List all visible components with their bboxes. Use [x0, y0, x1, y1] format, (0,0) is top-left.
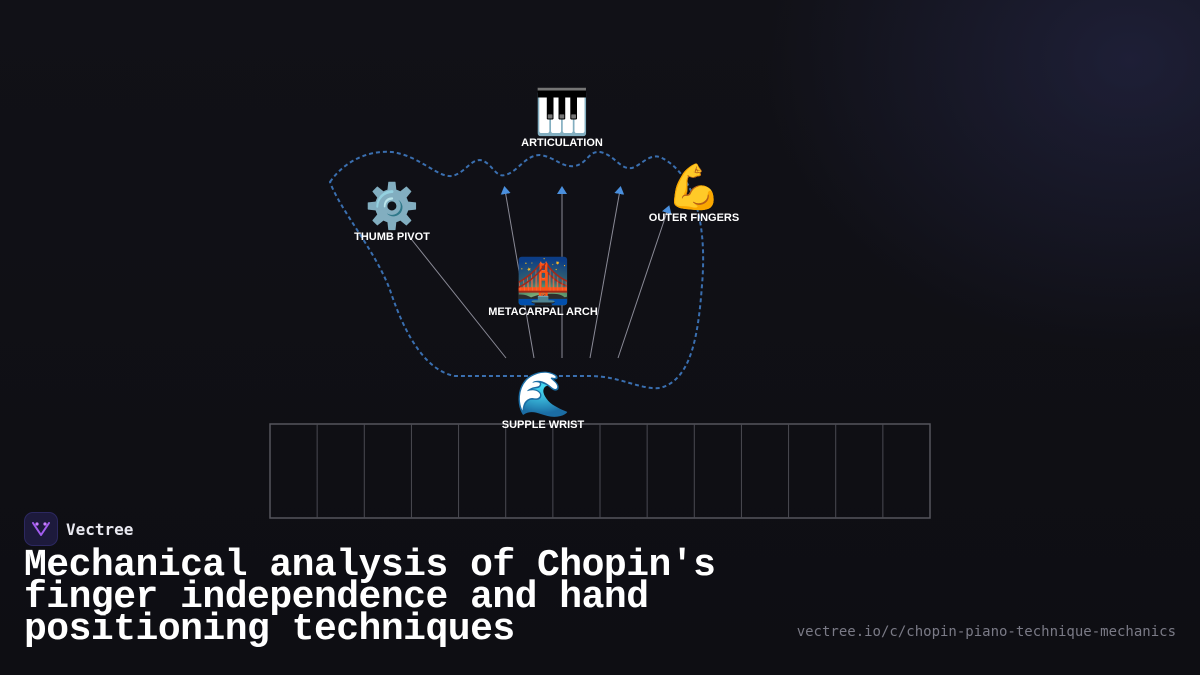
- node-label-thumb-pivot: THUMB PIVOT: [354, 231, 430, 243]
- node-supple-wrist: 🌊 SUPPLE WRIST: [502, 369, 585, 431]
- arrow-wrist-to-articulation-right: [589, 186, 625, 359]
- water-wave-icon: 🌊: [516, 369, 571, 420]
- node-label-supple-wrist: SUPPLE WRIST: [502, 419, 585, 431]
- piano-icon: 🎹: [535, 87, 590, 138]
- node-outer-fingers: 💪 OUTER FINGERS: [649, 162, 739, 224]
- page-title: Mechanical analysis of Chopin's finger i…: [24, 544, 716, 651]
- node-label-articulation: ARTICULATION: [521, 137, 603, 149]
- gear-icon: ⚙️: [365, 181, 420, 232]
- node-metacarpal-arch: 🌉 METACARPAL ARCH: [488, 256, 598, 318]
- bridge-at-night-icon: 🌉: [516, 256, 571, 307]
- node-articulation: 🎹 ARTICULATION: [521, 87, 603, 149]
- flexed-bicep-icon: 💪: [667, 162, 722, 213]
- hand-outline: [328, 150, 705, 390]
- brand: Vectree: [24, 512, 133, 546]
- node-thumb-pivot: ⚙️ THUMB PIVOT: [354, 181, 430, 243]
- connections: [407, 186, 672, 359]
- node-label-outer-fingers: OUTER FINGERS: [649, 212, 739, 224]
- source-url: vectree.io/c/chopin-piano-technique-mech…: [796, 624, 1176, 640]
- brand-name: Vectree: [66, 519, 134, 539]
- connection-wrist-to-thumb: [407, 234, 507, 359]
- keyboard: [269, 423, 931, 519]
- node-label-metacarpal-arch: METACARPAL ARCH: [488, 306, 598, 318]
- arrow-wrist-to-outer-fingers: [617, 205, 672, 359]
- vectree-logo-icon: [24, 512, 58, 546]
- arrow-wrist-to-articulation-left: [500, 186, 535, 359]
